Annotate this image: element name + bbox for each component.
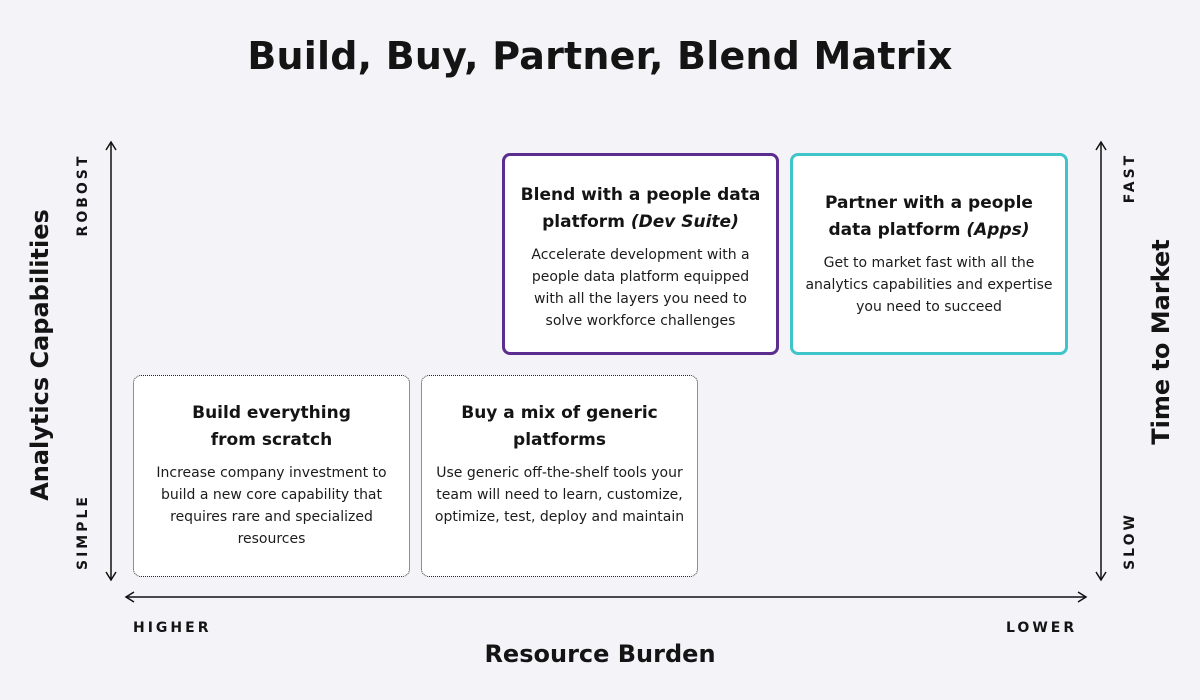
partner-description: Get to market fast with all the analytic… [805, 255, 1053, 315]
blend-description: Accelerate development with a people dat… [531, 247, 750, 329]
build-description: Increase company investment to build a n… [156, 465, 387, 547]
blend-box: Blend with a people data platform (Dev S… [502, 153, 779, 355]
x-axis-left-tick: HIGHER [133, 620, 212, 636]
build-heading: Build everything from scratch [144, 400, 399, 454]
y-axis-left-top-tick: ROBOST [75, 153, 91, 237]
x-axis-title: Resource Burden [484, 640, 716, 668]
left-axis-bottom-arrow [105, 571, 117, 582]
build-box: Build everything from scratch Increase c… [133, 375, 410, 577]
y-axis-right-bottom-tick: SLOW [1122, 512, 1138, 570]
partner-heading-line2: data platform [828, 220, 961, 240]
y-axis-right-top-tick: FAST [1122, 152, 1138, 204]
buy-description: Use generic off-the-shelf tools your tea… [434, 465, 685, 525]
y-axis-left-bottom-tick: SIMPLE [75, 494, 91, 570]
buy-heading-line2: platforms [513, 430, 606, 450]
build-heading-line1: Build everything [192, 403, 351, 423]
left-axis-top-arrow [105, 140, 117, 151]
buy-heading-line1: Buy a mix of generic [461, 403, 658, 423]
buy-box: Buy a mix of generic platforms Use gener… [421, 375, 698, 577]
partner-heading: Partner with a people data platform (App… [803, 190, 1055, 244]
partner-heading-italic: (Apps) [966, 220, 1030, 240]
blend-heading-italic: (Dev Suite) [630, 212, 739, 232]
y-axis-left-title: Analytics Capabilities [26, 209, 54, 501]
partner-box: Partner with a people data platform (App… [790, 153, 1068, 355]
blend-heading-line2: platform [542, 212, 625, 232]
horizontal-axis-left-arrow [124, 591, 135, 603]
page-title: Build, Buy, Partner, Blend Matrix [247, 34, 953, 78]
x-axis-right-tick: LOWER [1006, 620, 1078, 636]
partner-heading-line1: Partner with a people [825, 193, 1033, 213]
horizontal-axis-right-arrow [1077, 591, 1088, 603]
y-axis-right-title: Time to Market [1147, 239, 1175, 445]
build-heading-line2: from scratch [210, 430, 333, 450]
blend-heading-line1: Blend with a people data [520, 185, 761, 205]
right-axis-bottom-arrow [1095, 571, 1107, 582]
blend-heading: Blend with a people data platform (Dev S… [515, 182, 766, 236]
buy-heading: Buy a mix of generic platforms [432, 400, 687, 454]
right-axis-top-arrow [1095, 140, 1107, 151]
